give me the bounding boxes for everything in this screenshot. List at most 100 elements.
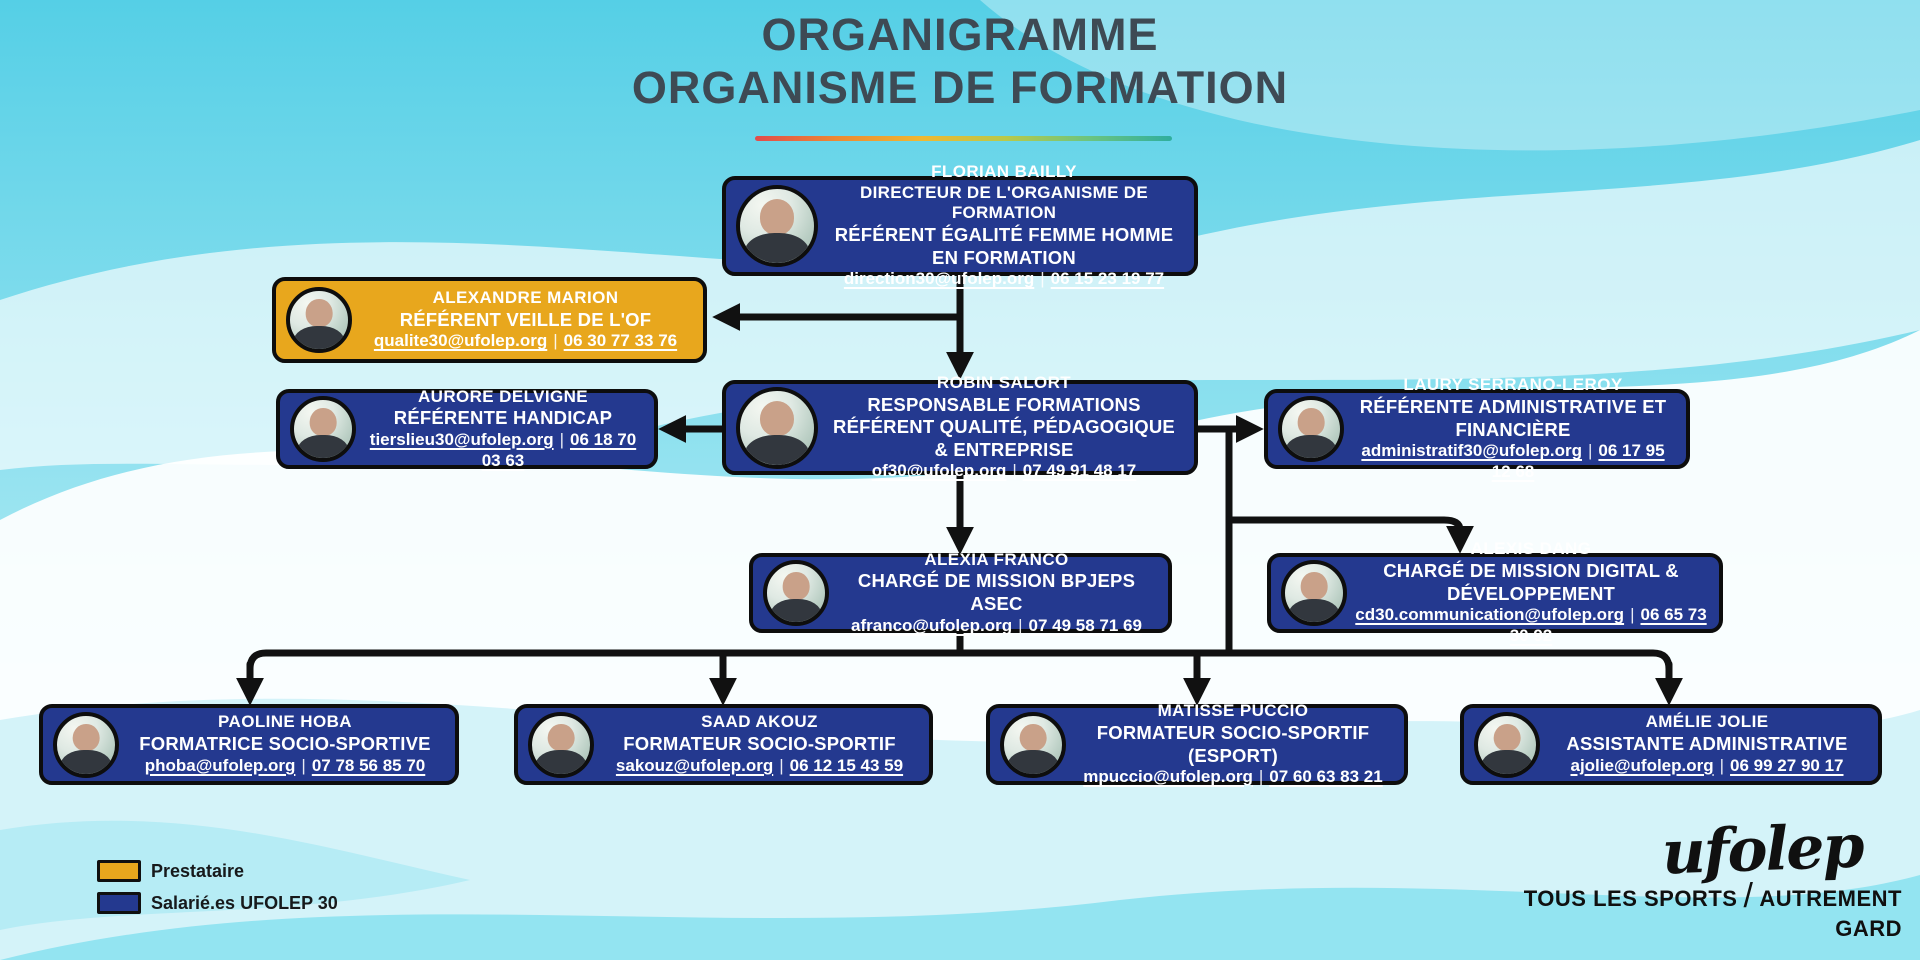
person-name: ALEXIA FRANCO — [924, 549, 1069, 569]
person-contact: afranco@ufolep.org|07 49 58 71 69 — [835, 616, 1158, 637]
ufolep-region: GARD — [1835, 916, 1902, 941]
card-amelie-jolie: AMÉLIE JOLIE ASSISTANTE ADMINISTRATIVE a… — [1460, 704, 1882, 785]
legend-item-salarie: Salarié.es UFOLEP 30 — [97, 892, 338, 914]
contact-separator: | — [1012, 461, 1017, 481]
tagline-left: TOUS LES SPORTS — [1523, 885, 1738, 911]
card-alexis-dang: ALEXIS DANG CHARGÉ DE MISSION DIGITAL & … — [1267, 539, 1723, 645]
title-line-2: ORGANISME DE FORMATION — [631, 62, 1289, 114]
person-contact: qualite30@ufolep.org|06 30 77 33 76 — [358, 331, 693, 352]
person-name: LAURY SERRANO-LEROY — [1403, 375, 1623, 395]
person-name: ALEXIS DANG — [1470, 539, 1592, 559]
contact-separator: | — [1018, 615, 1023, 635]
person-name: MATISSE PUCCIO — [1157, 701, 1309, 721]
person-role: CHARGÉ DE MISSION BPJEPS ASEC — [857, 570, 1136, 614]
contact-separator: | — [301, 755, 306, 775]
email-link[interactable]: ajolie@ufolep.org — [1570, 755, 1714, 775]
contact-separator: | — [553, 331, 558, 351]
legend-item-prestataire: Prestataire — [97, 860, 338, 882]
ufolep-wordmark: ufolep — [1660, 811, 1864, 889]
person-role: FORMATRICE SOCIO-SPORTIVE — [139, 733, 431, 755]
legend: Prestataire Salarié.es UFOLEP 30 — [97, 860, 338, 914]
phone-link[interactable]: 06 99 27 90 17 — [1730, 755, 1844, 775]
person-photo — [286, 287, 352, 353]
email-link[interactable]: of30@ufolep.org — [871, 461, 1007, 481]
person-contact: ajolie@ufolep.org|06 99 27 90 17 — [1546, 756, 1868, 777]
contact-separator: | — [559, 429, 564, 449]
person-role: FORMATEUR SOCIO-SPORTIF — [623, 733, 896, 755]
email-link[interactable]: tierslieu30@ufolep.org — [369, 429, 554, 449]
rainbow-divider — [755, 136, 1172, 141]
email-link[interactable]: sakouz@ufolep.org — [615, 755, 774, 775]
person-role: ASSISTANTE ADMINISTRATIVE — [1566, 733, 1848, 755]
person-contact: administratif30@ufolep.org |06 17 95 12 6… — [1350, 441, 1676, 482]
person-photo — [1278, 396, 1344, 462]
person-photo — [736, 185, 818, 267]
card-alexia-franco: ALEXIA FRANCO CHARGÉ DE MISSION BPJEPS A… — [749, 549, 1172, 635]
email-link[interactable]: mpuccio@ufolep.org — [1083, 767, 1253, 787]
contact-separator: | — [1630, 605, 1635, 625]
legend-label-salarie: Salarié.es UFOLEP 30 — [151, 892, 338, 913]
person-photo — [1474, 711, 1540, 778]
contact-separator: | — [1719, 755, 1725, 775]
phone-link[interactable]: 06 17 95 12 68 — [1491, 441, 1665, 481]
title-line-1: ORGANIGRAMME — [761, 9, 1159, 60]
person-photo — [1281, 560, 1347, 626]
phone-link[interactable]: 07 49 58 71 69 — [1028, 615, 1142, 635]
person-name: AURORE DELVIGNE — [417, 386, 589, 406]
legend-swatch-prestataire — [97, 860, 141, 882]
page-title: ORGANIGRAMME ORGANISME DE FORMATION — [0, 8, 1920, 114]
card-robin-salort: ROBIN SALORT RESPONSABLE FORMATIONS RÉFÉ… — [722, 373, 1198, 480]
person-name: PAOLINE HOBA — [218, 712, 352, 732]
contact-separator: | — [779, 755, 784, 775]
card-saad-akouz: SAAD AKOUZ FORMATEUR SOCIO-SPORTIF sakou… — [514, 704, 933, 785]
email-link[interactable]: direction30@ufolep.org — [843, 269, 1035, 289]
person-contact: mpuccio@ufolep.org|07 60 63 83 21 — [1072, 767, 1394, 788]
contact-separator: | — [1040, 269, 1045, 289]
email-link[interactable]: afranco@ufolep.org — [851, 615, 1013, 635]
person-role: CHARGÉ DE MISSION DIGITAL & DÉVELOPPEMEN… — [1383, 560, 1679, 604]
contact-separator: | — [1588, 441, 1593, 461]
phone-link[interactable]: 06 30 77 33 76 — [563, 331, 678, 351]
email-link[interactable]: cd30.communication@ufolep.org — [1355, 605, 1625, 625]
legend-swatch-salarie — [97, 892, 141, 914]
person-role: FORMATEUR SOCIO-SPORTIF (ESPORT) — [1096, 721, 1370, 766]
person-name: FLORIAN BAILLY — [931, 161, 1077, 181]
phone-link[interactable]: 06 65 73 30 92 — [1509, 605, 1707, 645]
person-contact: of30@ufolep.org|07 49 91 48 17 — [824, 461, 1184, 482]
connector-bottom-rail — [246, 649, 1673, 680]
person-photo — [763, 560, 829, 626]
person-contact: cd30.communication@ufolep.org|06 65 73 3… — [1353, 605, 1709, 646]
person-subtitle: RESPONSABLE FORMATIONS — [867, 393, 1141, 415]
tagline-right: AUTREMENT — [1759, 885, 1902, 911]
card-aurore-delvigne: AURORE DELVIGNE RÉFÉRENTE HANDICAP tiers… — [276, 386, 658, 470]
tagline-slash-icon: / — [1743, 877, 1754, 915]
phone-link[interactable]: 07 78 56 85 70 — [311, 755, 426, 775]
legend-label-prestataire: Prestataire — [151, 860, 245, 881]
email-link[interactable]: administratif30@ufolep.org — [1361, 441, 1582, 461]
phone-link[interactable]: 06 18 70 03 63 — [481, 429, 637, 470]
email-link[interactable]: qualite30@ufolep.org — [373, 331, 548, 351]
person-contact: direction30@ufolep.org|06 15 23 19 77 — [824, 269, 1184, 290]
person-contact: sakouz@ufolep.org|06 12 15 43 59 — [600, 756, 919, 777]
card-matisse-puccio: MATISSE PUCCIO FORMATEUR SOCIO-SPORTIF (… — [986, 701, 1408, 788]
card-paoline-hoba: PAOLINE HOBA FORMATRICE SOCIO-SPORTIVE p… — [39, 704, 459, 785]
phone-link[interactable]: 07 60 63 83 21 — [1269, 767, 1383, 787]
phone-link[interactable]: 07 49 91 48 17 — [1022, 461, 1137, 481]
person-photo — [1000, 711, 1066, 778]
phone-link[interactable]: 06 15 23 19 77 — [1050, 269, 1165, 289]
person-subtitle: DIRECTEUR DE L'ORGANISME DE FORMATION — [860, 182, 1148, 223]
person-photo — [290, 396, 356, 462]
person-role: RÉFÉRENTE ADMINISTRATIVE ET FINANCIÈRE — [1359, 396, 1667, 440]
person-role: RÉFÉRENT VEILLE DE L'OF — [399, 308, 652, 330]
person-name: ALEXANDRE MARION — [432, 287, 619, 307]
contact-separator: | — [1258, 767, 1264, 787]
person-contact: phoba@ufolep.org|07 78 56 85 70 — [125, 756, 445, 777]
card-florian-bailly: FLORIAN BAILLY DIRECTEUR DE L'ORGANISME … — [722, 162, 1198, 288]
card-alexandre-marion: ALEXANDRE MARION RÉFÉRENT VEILLE DE L'OF… — [272, 277, 707, 363]
phone-link[interactable]: 06 12 15 43 59 — [789, 755, 904, 775]
person-name: SAAD AKOUZ — [701, 712, 818, 732]
connector-to-alexis — [1225, 516, 1474, 554]
person-name: ROBIN SALORT — [936, 372, 1072, 392]
email-link[interactable]: phoba@ufolep.org — [144, 755, 296, 775]
